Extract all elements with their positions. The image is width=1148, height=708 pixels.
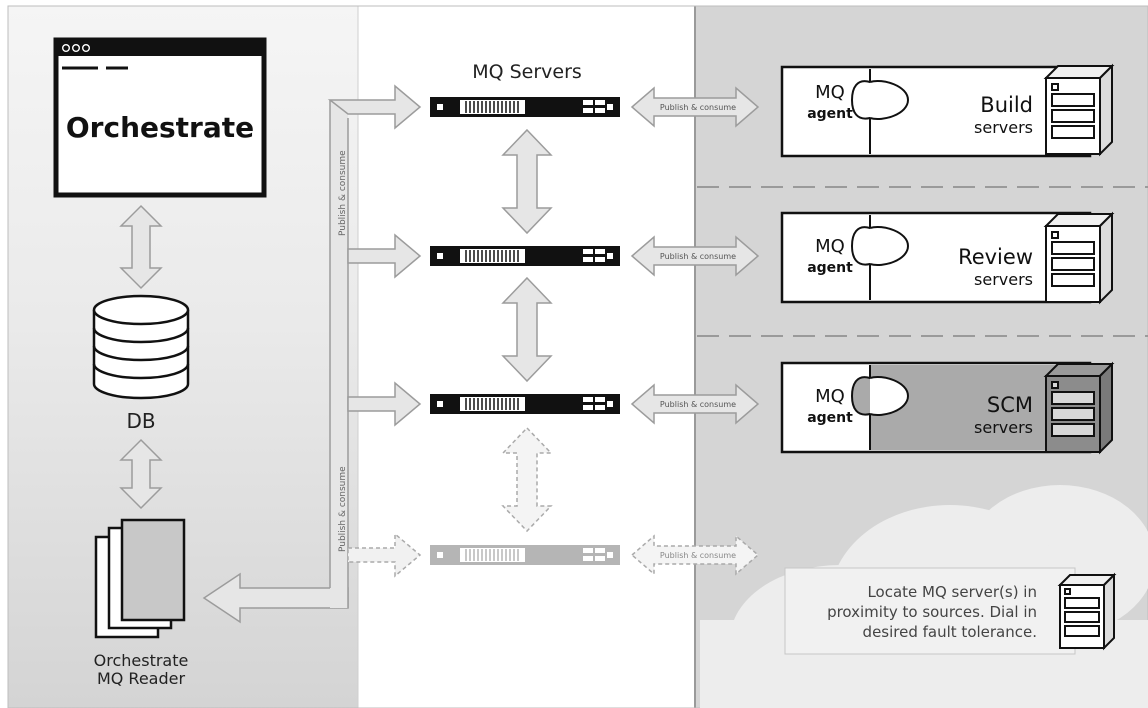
mq-rack-server-4-optional: [430, 545, 620, 565]
scm-server-tower-icon: [1043, 361, 1115, 455]
review-mq-label: MQ: [815, 236, 845, 257]
mq-rack-server-2: [430, 246, 620, 266]
publish-consume-arrow-1: Publish & consume: [630, 86, 760, 128]
build-agent-label: agent: [807, 106, 853, 122]
window-dot-icon: [62, 44, 71, 53]
publish-consume-arrow-4-optional: Publish & consume: [630, 534, 760, 576]
cloud-note-line3: desired fault tolerance.: [863, 623, 1037, 641]
review-agent-label: agent: [807, 260, 853, 276]
orchestrate-title: Orchestrate: [66, 111, 254, 144]
cloud-note-line2: proximity to sources. Dial in: [827, 603, 1037, 621]
mq-rack-server-3: [430, 394, 620, 414]
mq-rack-server-1: [430, 97, 620, 117]
agent-group-build: MQ agent Build servers: [780, 63, 1115, 158]
window-dot-icon: [71, 44, 80, 53]
cloud-note-line1: Locate MQ server(s) in: [867, 583, 1037, 601]
server-3-4-arrow-optional: [501, 426, 553, 533]
publish-consume-arrow-2: Publish & consume: [630, 235, 760, 277]
server-2-3-arrow: [501, 276, 553, 383]
scm-name-label: SCM: [987, 393, 1033, 417]
orchestrate-db-arrow: [119, 204, 163, 290]
build-servers-label: servers: [974, 118, 1033, 137]
cloud-note: Locate MQ server(s) in proximity to sour…: [784, 567, 1117, 655]
publish-consume-label-3: Publish & consume: [660, 400, 736, 409]
scm-servers-label: servers: [974, 418, 1033, 437]
build-mq-label: MQ: [815, 82, 845, 103]
review-name-label: Review: [958, 245, 1033, 269]
publish-consume-label-1: Publish & consume: [660, 103, 736, 112]
reader-bus-arrow: [202, 100, 349, 624]
mq-reader-label-line2: MQ Reader: [97, 669, 186, 688]
trunk-publish-consume-label-upper: Publish & consume: [338, 150, 348, 236]
mq-servers-heading: MQ Servers: [472, 61, 582, 83]
branch-arrow-server-2: [347, 233, 422, 279]
server-1-2-arrow: [501, 128, 553, 235]
agent-group-review: MQ agent Review servers: [780, 211, 1115, 305]
branch-arrow-server-4-optional: [347, 532, 422, 578]
build-name-label: Build: [980, 93, 1033, 117]
db-label: DB: [126, 409, 155, 433]
publish-consume-label-4: Publish & consume: [660, 551, 736, 560]
publish-consume-arrow-3: Publish & consume: [630, 383, 760, 425]
trunk-publish-consume-label-lower: Publish & consume: [338, 466, 348, 552]
mq-reader-label-line1: Orchestrate: [94, 651, 189, 670]
review-servers-label: servers: [974, 270, 1033, 289]
diagram-border: [7, 5, 1148, 708]
window-dot-icon: [81, 44, 90, 53]
agent-group-scm: MQ agent SCM servers: [780, 361, 1115, 455]
build-server-tower-icon: [1043, 63, 1115, 157]
orchestrate-window: Orchestrate: [53, 37, 267, 198]
db-reader-arrow: [119, 438, 163, 510]
branch-arrow-server-1: [327, 84, 422, 130]
review-server-tower-icon: [1043, 211, 1115, 305]
scm-agent-label: agent: [807, 410, 853, 426]
db-cylinder-icon: [92, 294, 190, 400]
branch-arrow-server-3: [347, 381, 422, 427]
mq-reader-pages-icon: [94, 518, 186, 639]
cloud-server-tower-icon: [1057, 572, 1117, 651]
scm-mq-label: MQ: [815, 386, 845, 407]
publish-consume-label-2: Publish & consume: [660, 252, 736, 261]
